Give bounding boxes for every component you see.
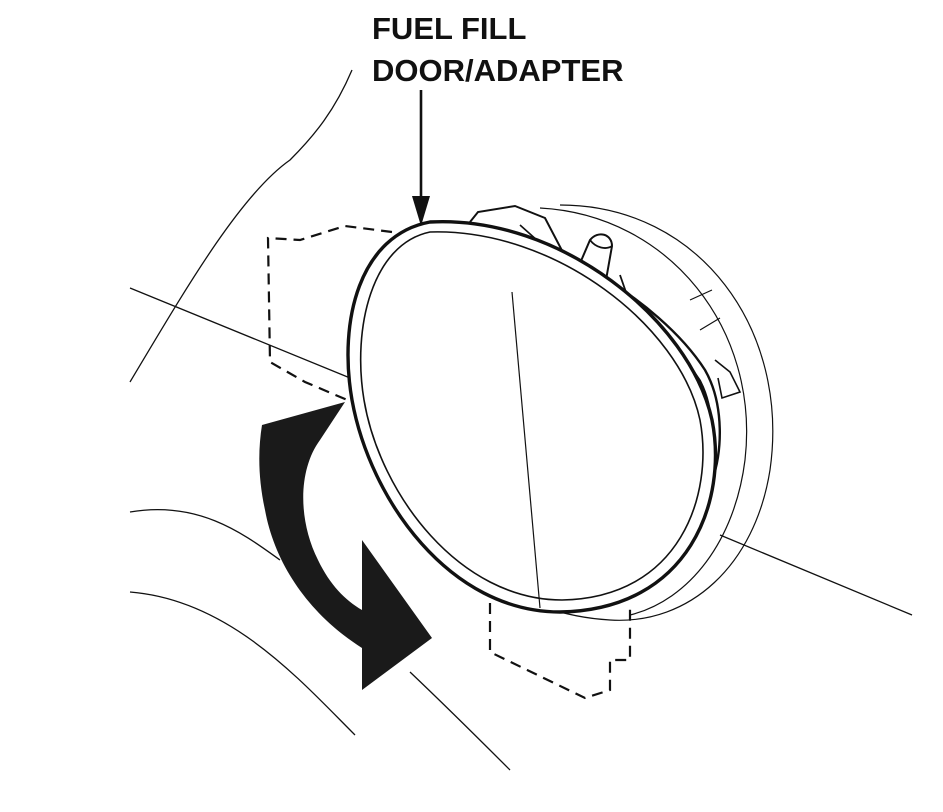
body-contour-upper — [129, 69, 353, 383]
recess-dashed-upper — [266, 224, 393, 404]
callout-label-line-1: FUEL FILL — [372, 11, 527, 46]
body-contour-bottom — [409, 671, 511, 771]
housing-outer-ring — [499, 204, 774, 621]
door-hinge-axis — [511, 291, 541, 609]
right-clip — [714, 359, 742, 400]
recess-dashed-lower — [488, 585, 632, 700]
body-panel-lines — [129, 69, 913, 771]
body-contour-right — [719, 534, 913, 616]
leader-arrowhead — [412, 196, 430, 226]
latch-post — [577, 233, 614, 281]
body-contour-lower-2 — [129, 591, 356, 736]
fuel-fill-door — [346, 220, 718, 614]
housing-inner-ring — [539, 207, 748, 616]
housing-flange-edge — [689, 289, 721, 331]
callout-label: FUEL FILL DOOR/ADAPTER — [372, 8, 623, 92]
curved-arrow-icon — [259, 402, 432, 690]
body-contour-shoulder — [129, 287, 356, 381]
door-inner-edge — [359, 231, 704, 601]
recess-hidden-outline — [266, 224, 632, 700]
callout-label-line-2: DOOR/ADAPTER — [372, 53, 624, 88]
latch-post-tip — [589, 239, 613, 249]
body-contour-lower-1 — [129, 508, 281, 561]
door-outer-edge — [346, 220, 718, 614]
callout-leader — [412, 90, 430, 226]
